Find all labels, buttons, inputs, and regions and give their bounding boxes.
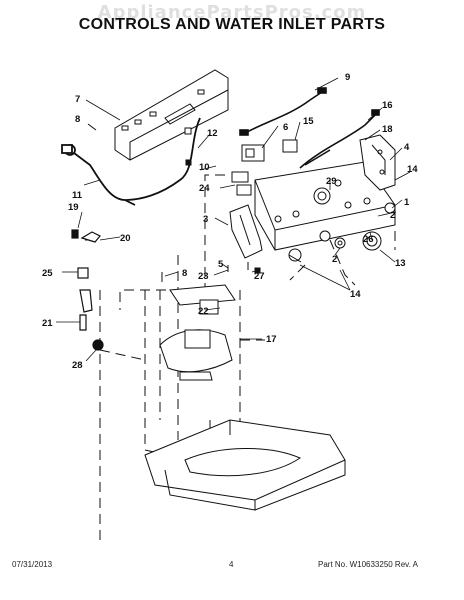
callout-8: 8 [75,114,80,125]
leader-lines [56,77,411,362]
watermark: AppliancePartsPros.com [97,2,367,23]
callout-24: 24 [199,183,210,194]
callout-14-lower: 14 [350,289,361,300]
callout-15: 15 [303,116,314,127]
knobs [288,202,396,263]
screws [87,123,261,282]
callout-28: 28 [72,360,83,371]
callout-11: 11 [72,190,83,201]
callout-14-top: 14 [407,164,418,175]
callout-23: 23 [198,271,209,282]
callout-8-lower: 8 [182,268,187,279]
callout-20: 20 [120,233,131,244]
footer-part-number: Part No. W10633250 Rev. A [318,560,418,569]
callout-12: 12 [207,128,218,139]
inlet-hose [71,229,104,351]
tub-top [144,419,346,511]
footer-page-number: 4 [229,560,234,569]
wire-harness-top [239,87,327,136]
page-title: CONTROLS AND WATER INLET PARTS [78,16,386,33]
callout-29: 29 [326,176,337,187]
rear-panel [114,69,229,161]
callout-7: 7 [75,94,80,105]
inlet-valve [159,284,236,381]
callout-22: 22 [198,306,209,317]
callout-10: 10 [199,162,210,173]
right-end-cap [359,134,396,191]
callout-labels: 9 7 16 8 15 18 6 12 4 10 14 11 24 1 29 1… [42,72,418,371]
callout-16: 16 [382,100,393,111]
callout-2-lower: 2 [332,254,337,265]
callout-3: 3 [203,214,208,225]
callout-21: 21 [42,318,53,329]
callout-18: 18 [382,124,393,135]
console-end-cap [229,204,263,259]
footer-date: 07/31/2013 [12,560,53,569]
callout-17: 17 [266,334,277,345]
callout-9: 9 [345,72,350,83]
callout-5: 5 [218,259,224,270]
switch-assembly [231,139,298,196]
callout-6: 6 [283,122,288,133]
callout-19: 19 [68,202,79,213]
callout-2-right: 2 [390,210,395,221]
callout-4: 4 [404,142,410,153]
callout-26: 26 [363,234,374,245]
callout-25: 25 [42,268,53,279]
wire-harness-right [299,109,380,169]
power-cord [61,117,201,206]
callout-13: 13 [395,258,406,269]
callout-1: 1 [404,197,410,208]
callout-27: 27 [254,271,265,282]
